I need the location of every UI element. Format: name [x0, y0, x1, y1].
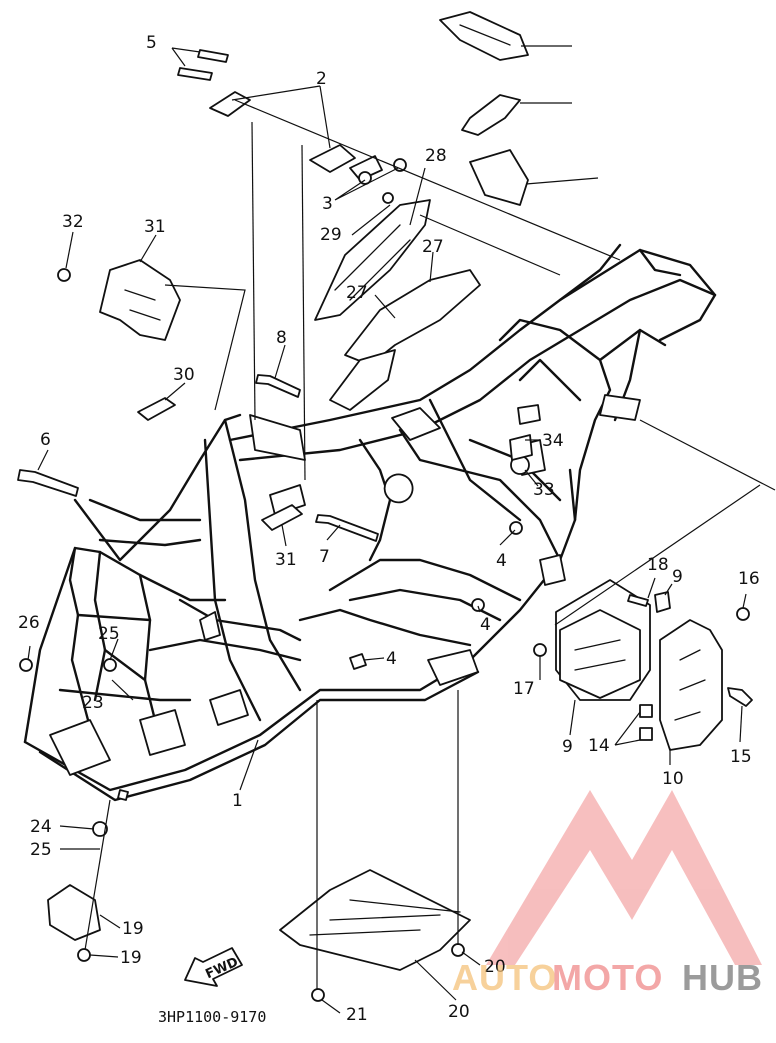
part-3-nuts	[358, 158, 407, 204]
part-11-bracket	[659, 619, 723, 751]
part-29-bolt	[57, 268, 71, 282]
watermark-hub: HUB	[682, 957, 763, 998]
part-7-bolt	[315, 514, 379, 542]
callout-7: 7	[319, 547, 330, 567]
callout-13: 15	[730, 747, 752, 767]
part-16-bracket	[47, 884, 101, 941]
part-13-bolt	[727, 687, 753, 707]
callout-20-top: 23	[82, 693, 104, 713]
callout-26: 29	[320, 225, 342, 245]
callout-29: 32	[62, 212, 84, 232]
callout-labels: 5 2 3 28 29 27 27 32 31 8 30 6 7 31 4 4 …	[18, 33, 760, 1025]
fwd-arrow: FWD	[184, 947, 243, 987]
part-25-26-guard	[314, 199, 431, 321]
part-30-31-bushing	[509, 434, 533, 475]
callout-21-bottom: 25	[30, 840, 52, 860]
callout-23: 27	[422, 237, 444, 257]
callout-27-bottom: 31	[275, 550, 297, 570]
callout-27-top: 30	[173, 365, 195, 385]
callout-12: 14	[588, 736, 610, 756]
part-28-bracket	[99, 259, 181, 341]
part-12-pads	[639, 704, 653, 741]
part-27-rubber	[137, 397, 303, 531]
part-4-nuts	[349, 521, 523, 670]
watermark-text: AUTO MOTO HUB	[452, 957, 763, 998]
callout-31: 34	[542, 431, 564, 451]
callout-30: 33	[533, 480, 555, 500]
callout-16: 19	[122, 919, 144, 939]
part-33-cover	[439, 11, 529, 61]
part-code-label: 3HP1100-9170	[158, 1008, 266, 1026]
part-6-bolt	[17, 469, 79, 497]
part-17-bolt	[77, 948, 91, 962]
callout-22: 26	[18, 613, 40, 633]
callout-1: 1	[232, 791, 243, 811]
callout-21-top: 25	[98, 624, 120, 644]
callout-17: 19	[120, 948, 142, 968]
callout-24: 27	[346, 283, 368, 303]
part-15-bolt	[627, 594, 649, 607]
callout-28: 31	[144, 217, 166, 237]
callout-19-right: 20	[484, 957, 506, 977]
part-9-battery-box	[555, 579, 651, 701]
callout-8: 8	[276, 328, 287, 348]
callout-5: 5	[146, 33, 157, 53]
callout-19-bottom: 21	[346, 1005, 368, 1025]
callout-6: 6	[40, 430, 51, 450]
part-20-22-fasteners	[19, 658, 117, 837]
callout-14-left: 17	[513, 679, 535, 699]
part-8-bolt	[255, 374, 301, 398]
callout-15: 18	[647, 555, 669, 575]
part-34-bracket	[461, 94, 521, 136]
part-2-bracket	[209, 91, 383, 181]
callout-3: 3	[322, 194, 333, 214]
callout-9: 9	[562, 737, 573, 757]
watermark-auto: AUTO	[452, 957, 557, 998]
part-18-skid-plate	[279, 869, 471, 971]
watermark-moto: MOTO	[552, 957, 663, 998]
part-5-bolts	[177, 49, 229, 81]
main-frame	[23, 243, 717, 802]
callout-4-shock: 4	[496, 551, 507, 571]
leader-lines	[27, 45, 776, 1014]
callout-25: 28	[425, 146, 447, 166]
part-23-24-guard	[329, 269, 481, 411]
callout-18: 20	[448, 1002, 470, 1022]
watermark-logo	[486, 790, 762, 965]
callout-4-lower: 4	[480, 615, 491, 635]
callout-2: 2	[316, 69, 327, 89]
callout-4-front: 4	[386, 649, 397, 669]
part-32-pad	[469, 149, 529, 206]
callout-11: 10	[662, 769, 684, 789]
callout-10: 9	[672, 567, 683, 587]
part-10-pad	[654, 591, 671, 613]
callout-14-right: 16	[738, 569, 760, 589]
callout-20-bottom: 24	[30, 817, 52, 837]
